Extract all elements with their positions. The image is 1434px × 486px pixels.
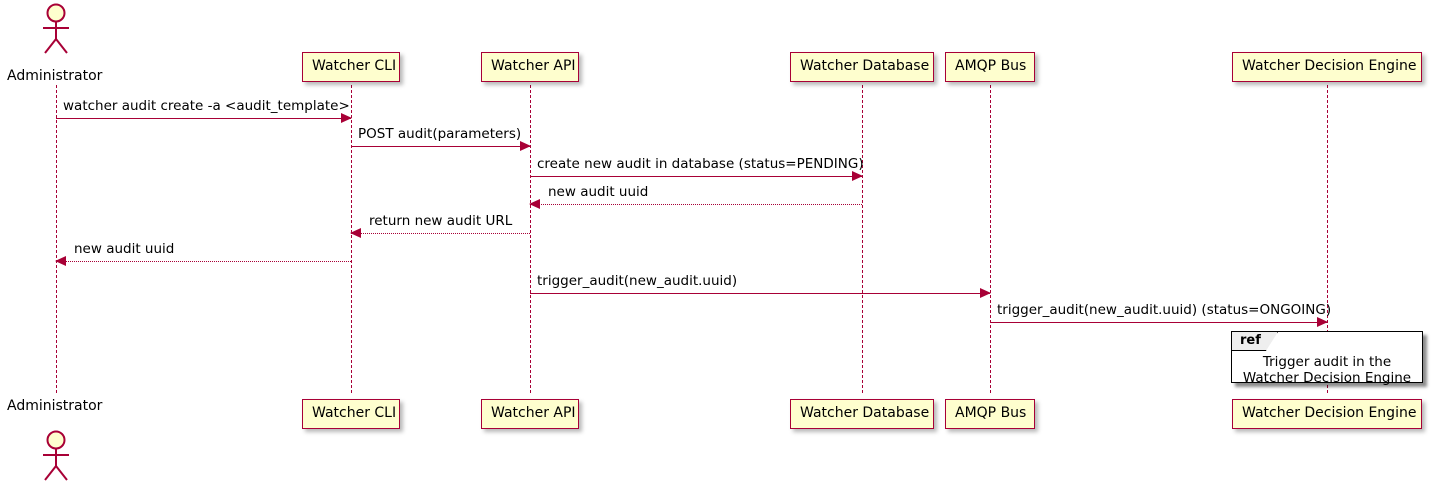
ref-fragment-line-2: Watcher Decision Engine <box>1242 370 1412 386</box>
ref-fragment: ref Trigger audit in the Watcher Decisio… <box>1231 331 1423 386</box>
lifeline-watcher-db <box>862 85 863 393</box>
arrowhead-right-icon <box>1317 317 1328 327</box>
message-line <box>56 261 351 262</box>
arrowhead-right-icon <box>980 288 991 298</box>
arrowhead-left-icon <box>529 199 540 209</box>
participant-watcher-database-top[interactable]: Watcher Database <box>790 52 934 82</box>
lifeline-amqp-bus <box>990 85 991 393</box>
message-label: return new audit URL <box>369 213 513 229</box>
message-label: watcher audit create -a <audit_template> <box>63 98 350 114</box>
arrowhead-right-icon <box>520 141 531 151</box>
message-line <box>351 146 530 147</box>
lifeline-administrator <box>56 85 57 393</box>
message-line <box>990 322 1327 323</box>
ref-fragment-line-1: Trigger audit in the <box>1262 354 1392 370</box>
lifeline-watcher-cli <box>351 85 352 393</box>
actor-administrator-top-icon <box>43 3 69 54</box>
participant-decision-engine-bottom[interactable]: Watcher Decision Engine <box>1232 399 1422 429</box>
message-line <box>56 118 351 119</box>
lifeline-decision-engine <box>1327 85 1328 393</box>
participant-watcher-database-bottom[interactable]: Watcher Database <box>790 399 934 429</box>
ref-fragment-body: Trigger audit in the Watcher Decision En… <box>1232 352 1422 386</box>
message-line <box>530 293 990 294</box>
arrowhead-left-icon <box>350 228 361 238</box>
actor-administrator-top-label: Administrator <box>7 68 103 84</box>
participant-amqp-bus-bottom[interactable]: AMQP Bus <box>945 399 1035 429</box>
message-line <box>530 204 862 205</box>
arrowhead-right-icon <box>341 113 352 123</box>
actor-administrator-bottom-label: Administrator <box>7 398 103 414</box>
participant-decision-engine-top[interactable]: Watcher Decision Engine <box>1232 52 1422 82</box>
arrowhead-left-icon <box>55 256 66 266</box>
message-label: new audit uuid <box>548 184 649 200</box>
arrowhead-right-icon <box>852 171 863 181</box>
message-label: trigger_audit(new_audit.uuid) <box>537 273 738 289</box>
message-line <box>351 233 530 234</box>
participant-watcher-cli-top[interactable]: Watcher CLI <box>302 52 400 82</box>
actor-administrator-bottom-icon <box>43 430 69 481</box>
lifeline-watcher-api <box>530 85 531 393</box>
participant-watcher-api-top[interactable]: Watcher API <box>481 52 579 82</box>
participant-amqp-bus-top[interactable]: AMQP Bus <box>945 52 1035 82</box>
participant-watcher-cli-bottom[interactable]: Watcher CLI <box>302 399 400 429</box>
message-label: trigger_audit(new_audit.uuid) (status=ON… <box>997 302 1332 318</box>
message-label: POST audit(parameters) <box>358 126 522 142</box>
message-label: new audit uuid <box>74 241 175 257</box>
participant-watcher-api-bottom[interactable]: Watcher API <box>481 399 579 429</box>
message-label: create new audit in database (status=PEN… <box>537 156 864 172</box>
ref-fragment-tab-label: ref <box>1232 332 1278 351</box>
message-line <box>530 176 862 177</box>
